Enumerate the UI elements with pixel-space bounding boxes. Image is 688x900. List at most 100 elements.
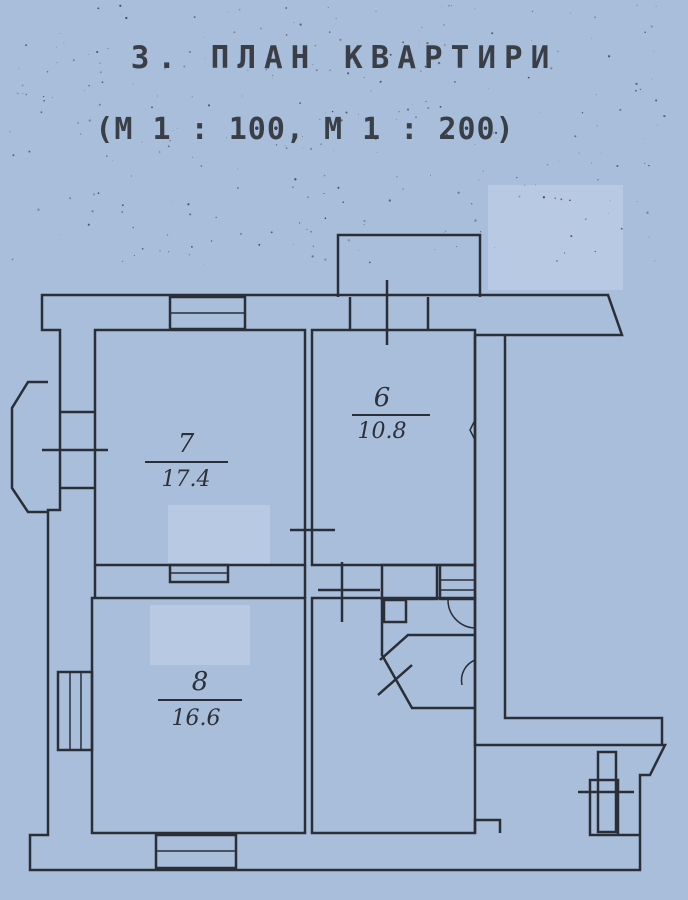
speckle [191, 156, 193, 158]
speckle [594, 250, 596, 253]
speckle [312, 245, 315, 248]
speckle [591, 38, 592, 39]
speckle [339, 38, 342, 41]
speckle [293, 22, 295, 23]
speckle [309, 147, 313, 151]
speckle [663, 114, 666, 118]
room-8-area: 16.6 [172, 706, 221, 731]
speckle [207, 104, 211, 107]
speckle [424, 65, 427, 68]
room-6-outline [310, 328, 477, 567]
speckle [125, 16, 128, 20]
speckle [141, 141, 143, 143]
speckle [347, 72, 350, 75]
speckle [63, 41, 65, 43]
speckle [531, 10, 534, 13]
speckle [191, 96, 193, 98]
left-window [42, 410, 108, 490]
speckle [258, 243, 261, 246]
speckle [546, 163, 549, 166]
speckle [470, 203, 473, 205]
speckle [563, 252, 566, 254]
speckle [60, 233, 62, 235]
speckle [375, 10, 377, 12]
corridor-wall [503, 335, 664, 745]
speckle [88, 85, 90, 87]
speckle [101, 81, 104, 84]
speckle [40, 111, 43, 114]
room-7-number: 7 [178, 429, 195, 459]
speckle [314, 44, 317, 47]
speckle [527, 76, 530, 79]
document-title: 3. ПЛАН КВАРТИРИ [130, 40, 558, 76]
speckle [557, 50, 559, 53]
speckle [337, 186, 340, 189]
speckle [121, 204, 124, 207]
bathroom-wall [380, 598, 475, 710]
speckle [270, 231, 273, 234]
speckle [443, 24, 445, 26]
speckle [323, 192, 325, 195]
speckle [398, 111, 400, 113]
speckle [106, 155, 108, 157]
door-swing [460, 659, 476, 686]
speckle [655, 99, 658, 102]
speckle [188, 254, 191, 256]
speckle [132, 83, 134, 85]
speckle [275, 144, 278, 146]
speckle [298, 222, 301, 224]
speckle [599, 152, 601, 154]
speckle [97, 7, 100, 10]
speckle [25, 44, 28, 47]
speckle [452, 45, 455, 47]
speckle [18, 68, 20, 70]
speckle [46, 71, 49, 73]
speckle [204, 58, 206, 59]
speckle [396, 176, 398, 178]
speckle [191, 246, 193, 248]
speckle [415, 116, 417, 118]
speckle [200, 165, 203, 167]
speckle [453, 80, 456, 83]
speckle [292, 186, 294, 189]
speckle [272, 78, 273, 80]
speckle [69, 197, 72, 200]
speckle [239, 9, 241, 11]
speckle [328, 31, 331, 33]
speckle [312, 64, 314, 66]
speckle [531, 40, 533, 41]
speckle [133, 254, 135, 257]
speckle [657, 124, 658, 126]
speckle [276, 62, 278, 64]
speckle [358, 114, 360, 116]
speckle [427, 107, 430, 110]
speckle [16, 92, 19, 95]
speckle [72, 59, 75, 62]
speckle [87, 223, 90, 226]
speckle [595, 94, 597, 96]
speckle [388, 199, 391, 202]
speckle [456, 246, 458, 248]
speckle [161, 136, 164, 139]
room-6-area: 10.8 [358, 419, 407, 444]
speckle [581, 112, 584, 114]
speckle [443, 44, 446, 47]
speckle [42, 95, 45, 98]
speckle [652, 50, 654, 52]
speckle [451, 5, 453, 7]
speckle [331, 110, 334, 113]
speckle [121, 260, 124, 262]
speckle [488, 87, 489, 89]
speckle [156, 95, 158, 97]
speckle [636, 4, 638, 7]
speckle [370, 90, 372, 92]
speckle [644, 31, 646, 34]
speckle [642, 138, 644, 140]
speckle [407, 108, 409, 111]
speckle [96, 50, 99, 54]
speckle [491, 32, 494, 35]
speckle [654, 260, 656, 262]
speckle [374, 138, 377, 140]
speckle [77, 121, 80, 124]
